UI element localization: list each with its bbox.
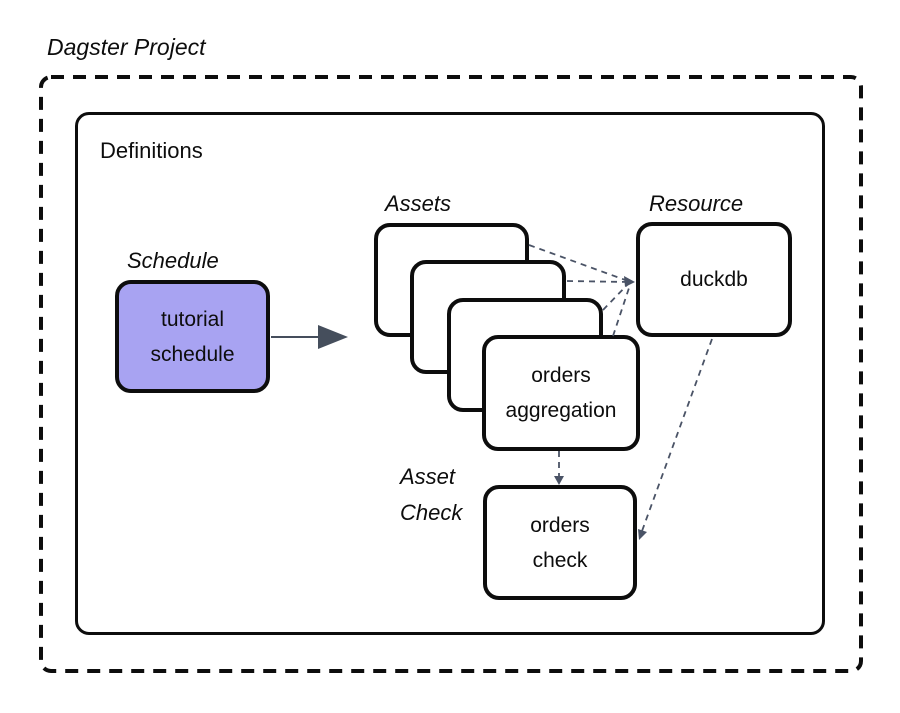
duckdb-node: duckdb [636, 222, 792, 337]
project-title: Dagster Project [47, 34, 206, 60]
orders-check-node: orders check [483, 485, 637, 600]
asset-check-label: Asset Check [400, 464, 463, 525]
resource-label: Resource [649, 191, 744, 216]
definitions-label: Definitions [100, 138, 203, 163]
assets-label: Assets [385, 191, 452, 216]
orders-aggregation-node: orders aggregation [482, 335, 640, 451]
tutorial-schedule-node: tutorial schedule [115, 280, 270, 393]
schedule-label: Schedule [127, 248, 219, 273]
